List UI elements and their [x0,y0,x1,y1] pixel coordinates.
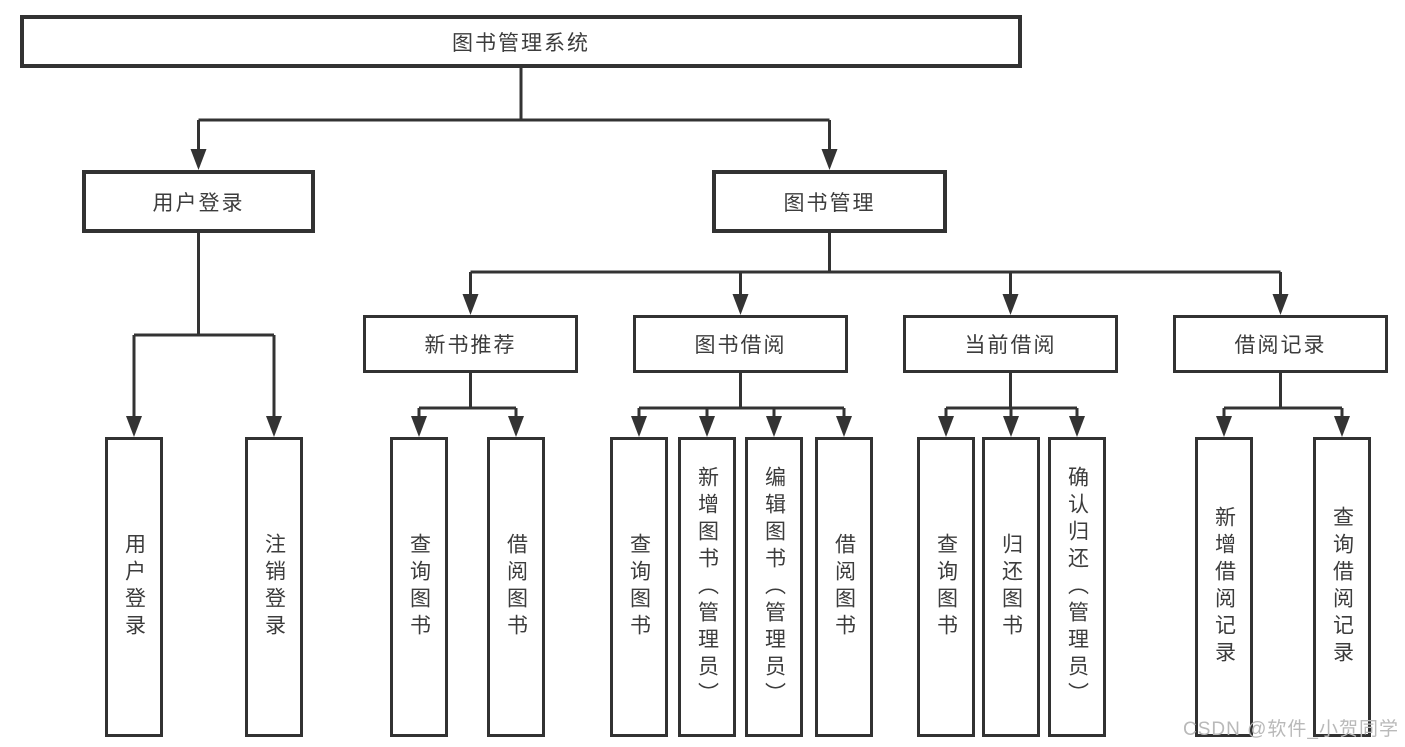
arrowheads [126,149,1350,437]
arrowhead [266,416,282,437]
node-root-system: 图书管理系统 [20,15,1022,68]
leaf-query-borrow-record: 查询借阅记录 [1313,437,1371,737]
leaf-query-books-borrowing: 查询图书 [610,437,668,737]
connector-borrowrecords-to-leaves [1222,373,1344,420]
connector-userlogin-to-leaves [132,233,276,420]
node-new-book-recommend: 新书推荐 [363,315,578,373]
arrowhead [631,416,647,437]
node-book-management: 图书管理 [712,170,947,233]
csdn-watermark: CSDN @软件_小贺同学 [1183,719,1399,740]
leaf-add-borrow-record: 新增借阅记录 [1195,437,1253,737]
leaf-user-login: 用户登录 [105,437,163,737]
arrowhead [1002,294,1019,315]
arrowhead [1334,416,1350,437]
node-current-borrowing: 当前借阅 [903,315,1118,373]
leaf-query-books-current: 查询图书 [917,437,975,737]
arrowhead [732,294,749,315]
arrowhead [126,416,142,437]
arrowhead [699,416,715,437]
arrowhead [508,416,524,437]
node-borrowing-records: 借阅记录 [1173,315,1388,373]
leaf-logout: 注销登录 [245,437,303,737]
arrowhead [411,416,427,437]
leaf-borrow-books-borrowing: 借阅图书 [815,437,873,737]
arrowhead [190,149,207,170]
arrowhead [766,416,782,437]
arrowhead [1069,416,1085,437]
arrowhead [1003,416,1019,437]
leaf-query-books-newbook: 查询图书 [390,437,448,737]
arrowhead [836,416,852,437]
arrowhead [821,149,838,170]
connector-bookborrow-to-leaves [637,373,846,420]
connector-bookmgmt-to-level3 [469,233,1282,297]
leaf-add-book-admin: 新增图书（管理员） [678,437,736,737]
leaf-return-books: 归还图书 [982,437,1040,737]
arrowhead [462,294,479,315]
leaf-borrow-books-newbook: 借阅图书 [487,437,545,737]
connector-root-to-level2 [197,68,831,152]
arrowhead [938,416,954,437]
node-book-borrowing: 图书借阅 [633,315,848,373]
node-user-login: 用户登录 [82,170,315,233]
leaf-edit-book-admin: 编辑图书（管理员） [745,437,803,737]
leaf-confirm-return-admin: 确认归还（管理员） [1048,437,1106,737]
connector-newbook-to-leaves [417,373,518,420]
arrowhead [1216,416,1232,437]
connector-currentborrow-to-leaves [944,373,1079,420]
arrowhead [1272,294,1289,315]
